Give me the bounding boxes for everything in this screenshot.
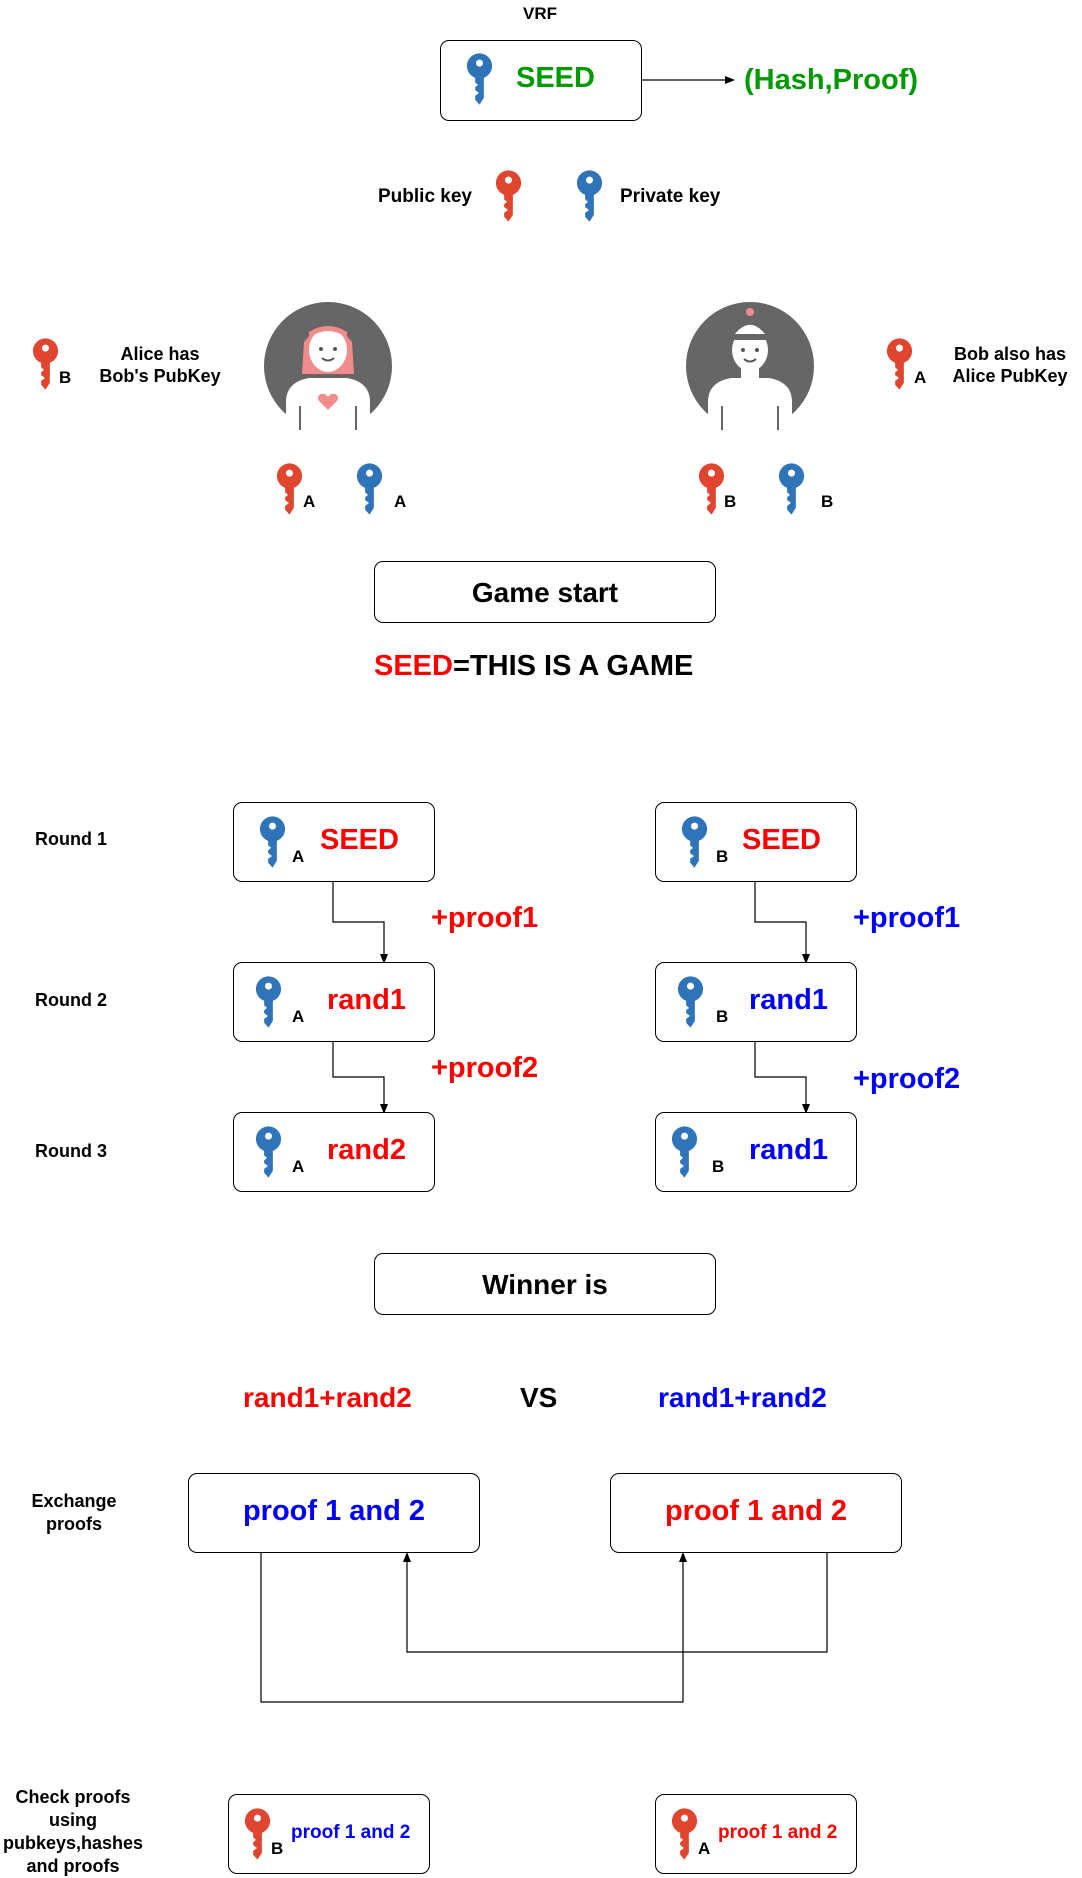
alice-proof-label: +proof2: [431, 1052, 539, 1084]
game-seed-word: SEED: [374, 650, 453, 682]
bob-held-key-letter: A: [914, 368, 927, 387]
bob-proof-label: +proof1: [853, 902, 961, 934]
bob-round-box: B rand1: [655, 962, 857, 1042]
game-start-box: Game start: [374, 561, 716, 623]
legend-public-key-label: Public key: [378, 186, 472, 207]
game-seed-value: =THIS IS A GAME: [452, 650, 694, 682]
bob-round-value: rand1: [749, 984, 828, 1016]
alice-private-key-letter: A: [394, 492, 407, 511]
bob-proof-label: +proof2: [853, 1063, 961, 1095]
check-right-text: proof 1 and 2: [718, 1822, 838, 1843]
alice-note-line2: Bob's PubKey: [99, 366, 221, 386]
private-key-icon: [680, 816, 709, 869]
alice-round-box: A rand2: [233, 1112, 435, 1192]
exchange-right-box: proof 1 and 2: [610, 1473, 902, 1553]
exchange-left-text: proof 1 and 2: [242, 1495, 426, 1527]
bob-round-box: B rand1: [655, 1112, 857, 1192]
private-key-icon: [254, 1126, 283, 1179]
vrf-output-label: (Hash,Proof): [744, 64, 918, 96]
round-label: Round 2: [35, 990, 107, 1010]
alice-note-line1: Alice has: [120, 344, 200, 364]
alice-private-key-icon: [355, 463, 384, 516]
round-label: Round 3: [35, 1141, 107, 1161]
public-key-icon: [243, 1808, 272, 1861]
check-label: Check proofs using pubkeys,hashes and pr…: [0, 1786, 146, 1878]
bob-round-value: rand1: [749, 1134, 828, 1166]
alice-round-box: A rand1: [233, 962, 435, 1042]
public-key-icon: [670, 1808, 699, 1861]
alice-round-value: SEED: [320, 824, 399, 856]
exchange-left-box: proof 1 and 2: [188, 1473, 480, 1553]
winner-vs: VS: [520, 1382, 558, 1413]
public-key-icon: [494, 170, 523, 223]
check-left-text: proof 1 and 2: [291, 1822, 411, 1843]
bob-avatar: [686, 302, 814, 430]
alice-public-key-icon: [275, 463, 304, 516]
bob-private-key-icon: [777, 463, 806, 516]
winner-box: Winner is: [374, 1253, 716, 1315]
exchange-label-line2: proofs: [46, 1514, 102, 1534]
winner-right-expr: rand1+rand2: [658, 1382, 827, 1413]
bob-round-box: B SEED: [655, 802, 857, 882]
check-label-line2: using: [49, 1810, 97, 1830]
check-label-line3: pubkeys,hashes: [2, 1833, 144, 1853]
bob-public-key-icon: [697, 463, 726, 516]
alice-round-value: rand1: [327, 984, 406, 1016]
check-right-box: A proof 1 and 2: [655, 1794, 857, 1874]
bob-note-line1: Bob also has: [953, 344, 1067, 364]
alice-note: Alice has Bob's PubKey: [90, 343, 230, 387]
bob-public-key-letter: B: [724, 492, 737, 511]
alice-round-key-letter: A: [292, 1157, 305, 1176]
game-start-label: Game start: [471, 577, 619, 608]
alice-proof-label: +proof1: [431, 902, 539, 934]
alice-public-key-icon: [885, 338, 914, 391]
winner-label: Winner is: [482, 1269, 608, 1300]
alice-round-box: A SEED: [233, 802, 435, 882]
check-right-key-letter: A: [698, 1839, 711, 1858]
bob-round1-arrow: [754, 882, 810, 964]
exchange-right-text: proof 1 and 2: [664, 1495, 848, 1527]
bob-round-key-letter: B: [716, 847, 729, 866]
private-key-icon: [575, 170, 604, 223]
winner-left-expr: rand1+rand2: [243, 1382, 412, 1413]
bob-round-value: SEED: [742, 824, 821, 856]
alice-round-key-letter: A: [292, 847, 305, 866]
bob-note: Bob also has Alice PubKey: [940, 343, 1080, 387]
vrf-title: VRF: [523, 4, 557, 23]
check-left-box: B proof 1 and 2: [228, 1794, 430, 1874]
vrf-seed-label: SEED: [516, 62, 595, 94]
private-key-icon: [465, 53, 494, 106]
bob-private-key-letter: B: [821, 492, 834, 511]
exchange-right-to-left-arrow: [403, 1552, 828, 1653]
check-left-key-letter: B: [271, 1839, 284, 1858]
game-seed-line: SEED=THIS IS A GAME: [374, 650, 693, 683]
alice-round2-arrow: [332, 1042, 388, 1114]
alice-round1-arrow: [332, 882, 388, 964]
vrf-seed-box: SEED: [440, 40, 642, 121]
bob-round-key-letter: B: [712, 1157, 725, 1176]
exchange-label: Exchange proofs: [14, 1490, 134, 1536]
alice-public-key-letter: A: [303, 492, 316, 511]
round-label: Round 1: [35, 829, 107, 849]
private-key-icon: [254, 976, 283, 1029]
bob-public-key-icon: [31, 338, 60, 391]
alice-round-key-letter: A: [292, 1007, 305, 1026]
private-key-icon: [670, 1126, 699, 1179]
check-label-line4: and proofs: [26, 1856, 120, 1876]
alice-round-value: rand2: [327, 1134, 406, 1166]
bob-note-line2: Alice PubKey: [952, 366, 1068, 386]
alice-avatar: [264, 302, 392, 430]
bob-round-key-letter: B: [716, 1007, 729, 1026]
exchange-label-line1: Exchange: [31, 1491, 117, 1511]
check-label-line1: Check proofs: [15, 1787, 131, 1807]
alice-held-key-letter: B: [59, 368, 72, 387]
private-key-icon: [676, 976, 705, 1029]
bob-round2-arrow: [754, 1042, 810, 1114]
legend-private-key-label: Private key: [620, 186, 721, 207]
exchange-left-to-right-arrow: [260, 1552, 687, 1703]
private-key-icon: [258, 816, 287, 869]
